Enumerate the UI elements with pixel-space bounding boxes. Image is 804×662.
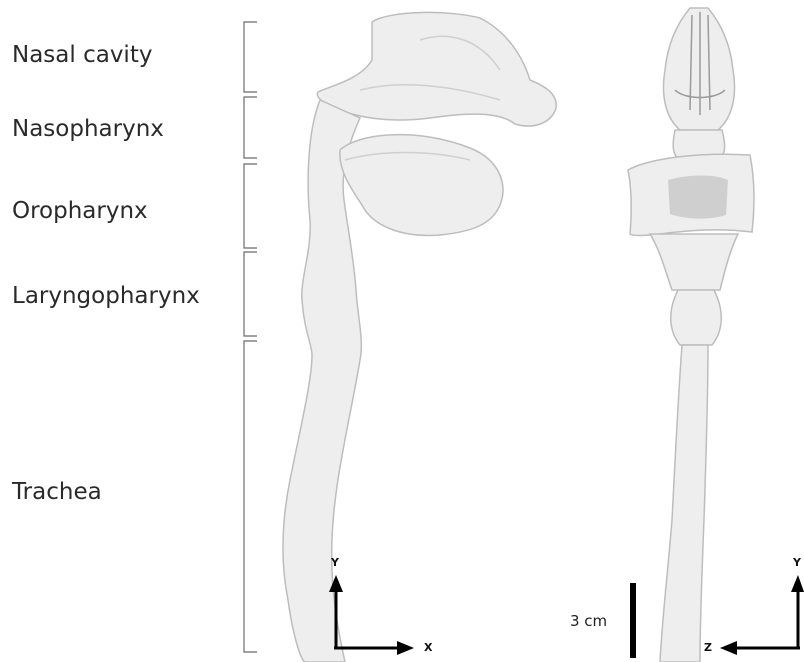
front-axis-y-arrow xyxy=(791,575,804,592)
scale-bar xyxy=(630,583,636,658)
bracket-nasal-cavity xyxy=(244,22,257,92)
scale-bar-label: 3 cm xyxy=(570,612,607,630)
airway-side-view xyxy=(283,12,556,662)
front-axis-z-label: Z xyxy=(704,641,712,654)
bracket-oropharynx xyxy=(244,164,257,248)
front-nasal-cavity xyxy=(663,8,734,130)
region-brackets xyxy=(244,22,257,652)
front-axis-y-label: Y xyxy=(793,556,801,569)
front-larynx xyxy=(671,290,722,345)
front-trachea xyxy=(660,345,708,662)
front-laryngopharynx xyxy=(650,234,738,290)
bracket-trachea xyxy=(244,341,257,652)
side-axis-x-arrow xyxy=(397,641,414,655)
bracket-nasopharynx xyxy=(244,97,257,158)
side-axis-y-label: Y xyxy=(331,556,339,569)
front-axis-z-arrow xyxy=(720,641,737,655)
airway-front-view xyxy=(628,8,754,662)
side-nasal-cavity xyxy=(317,12,556,126)
side-oral-cavity xyxy=(340,135,503,236)
front-axes xyxy=(720,575,804,655)
bracket-laryngopharynx xyxy=(244,252,257,336)
side-axis-x-label: X xyxy=(424,641,432,654)
front-oro-window xyxy=(668,176,728,219)
